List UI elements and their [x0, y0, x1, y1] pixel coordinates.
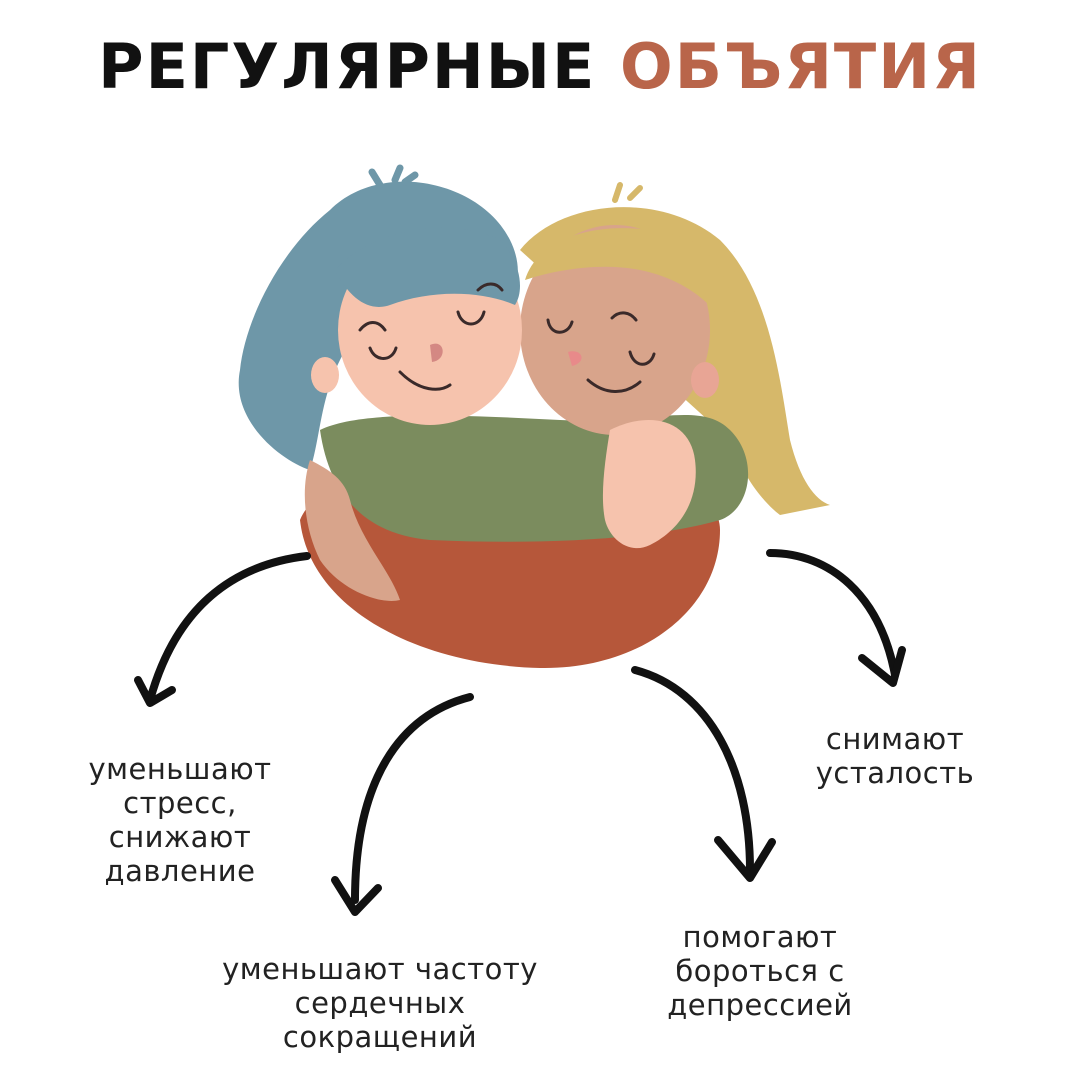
benefit-line: депрессией	[667, 988, 853, 1022]
benefit-line: помогают	[682, 920, 838, 954]
benefit-fatigue-label: снимают усталость	[785, 722, 1005, 790]
benefit-depression-label: помогают бороться с депрессией	[630, 920, 890, 1022]
benefit-line: снижают	[108, 820, 252, 854]
benefit-line: сокращений	[282, 1020, 478, 1054]
benefit-line: давление	[104, 854, 256, 888]
hand-right	[602, 420, 696, 549]
benefit-heart-rate-label: уменьшают частоту сердечных сокращений	[170, 952, 590, 1054]
arrows	[134, 549, 906, 916]
blonde-face	[520, 225, 710, 435]
arrow-heart-rate-icon	[351, 693, 474, 904]
arrow-depression-icon	[631, 666, 754, 874]
benefit-stress-label: уменьшают стресс, снижают давление	[60, 752, 300, 888]
benefit-line: стресс,	[123, 786, 237, 820]
hand-left	[304, 460, 400, 601]
benefit-line: сердечных	[294, 986, 466, 1020]
benefit-line: бороться с	[675, 954, 845, 988]
benefit-line: уменьшают частоту	[222, 952, 538, 986]
title-part-hugs: ОБЪЯТИЯ	[619, 30, 982, 103]
benefit-line: уменьшают	[88, 752, 272, 786]
arrow-stress-icon	[146, 552, 311, 704]
arrow-fatigue-icon	[766, 549, 899, 679]
benefit-line: снимают	[825, 722, 965, 756]
page-title: РЕГУЛЯРНЫЕ ОБЪЯТИЯ	[0, 36, 1080, 98]
benefit-line: усталость	[815, 756, 975, 790]
title-part-regular: РЕГУЛЯРНЫЕ	[98, 30, 597, 103]
